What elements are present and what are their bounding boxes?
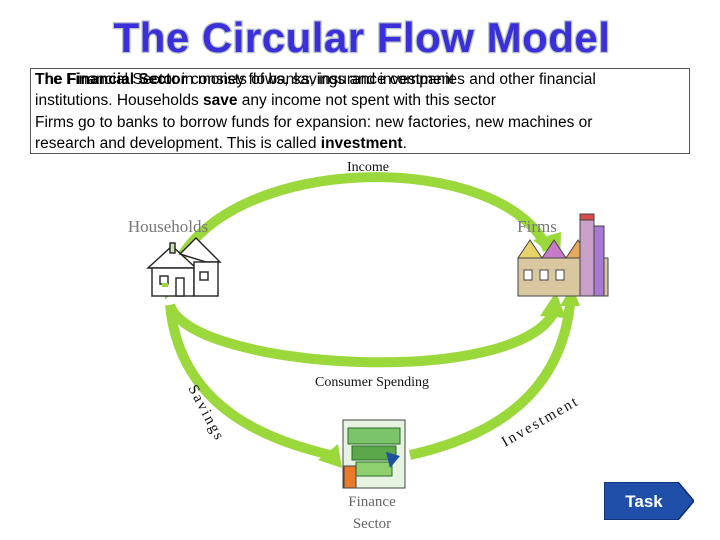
savings-arrowhead bbox=[318, 444, 342, 468]
finance-label-line-2: Sector bbox=[353, 516, 391, 532]
paragraph-1-rest: consists of banks, insurance companies a… bbox=[186, 71, 596, 88]
households-label: Households bbox=[128, 217, 208, 236]
task-button-label: Task bbox=[625, 492, 663, 511]
firms-label: Firms bbox=[517, 217, 557, 236]
circular-flow-diagram: Income Households Firms Consumer Spendin… bbox=[128, 160, 609, 532]
consumer-spending-label: Consumer Spending bbox=[315, 375, 429, 390]
paragraph-1-line-2-end: any income not spent with this sector bbox=[237, 92, 496, 109]
investment-term: investment bbox=[320, 135, 403, 152]
paragraph-2-line-2-end: . bbox=[402, 135, 407, 152]
explanation-textbox: The Financial Sector consists of banks, … bbox=[30, 68, 690, 154]
save-term: save bbox=[203, 92, 238, 109]
paragraph-1-line-2-start: institutions. Households bbox=[35, 92, 204, 109]
title-text: The Circular Flow Model bbox=[114, 14, 611, 61]
paragraph-2-line-1: Firms go to banks to borrow funds for ex… bbox=[35, 114, 593, 131]
investment-arrow bbox=[408, 304, 575, 460]
factory-icon bbox=[517, 213, 609, 297]
income-arrow-arc bbox=[170, 172, 553, 271]
paragraph-1-line-2: institutions. Households save any income… bbox=[35, 92, 496, 110]
income-label: Income bbox=[347, 160, 389, 175]
consumer-spending-arrowhead bbox=[540, 292, 566, 318]
savings-arrow bbox=[165, 304, 332, 460]
slide-title: The Circular Flow Model bbox=[112, 13, 611, 63]
money-icon bbox=[342, 419, 406, 489]
paragraph-1-line-1: The Financial Sector consists of banks, … bbox=[35, 71, 596, 89]
consumer-spending-arc bbox=[165, 302, 560, 368]
paragraph-2-line-2-start: research and development. This is called bbox=[35, 135, 321, 152]
financial-sector-term: The Financial Sector bbox=[35, 71, 187, 88]
finance-label-line-1: Finance bbox=[348, 494, 396, 510]
paragraph-2-line-2: research and development. This is called… bbox=[35, 135, 407, 153]
task-button-shape bbox=[604, 482, 694, 520]
house-icon bbox=[146, 237, 222, 297]
overlapping-heading-text: The Financial Sector in money flows, sav… bbox=[35, 71, 455, 88]
task-button[interactable]: Task bbox=[604, 482, 694, 520]
investment-label: Investment bbox=[499, 393, 582, 450]
